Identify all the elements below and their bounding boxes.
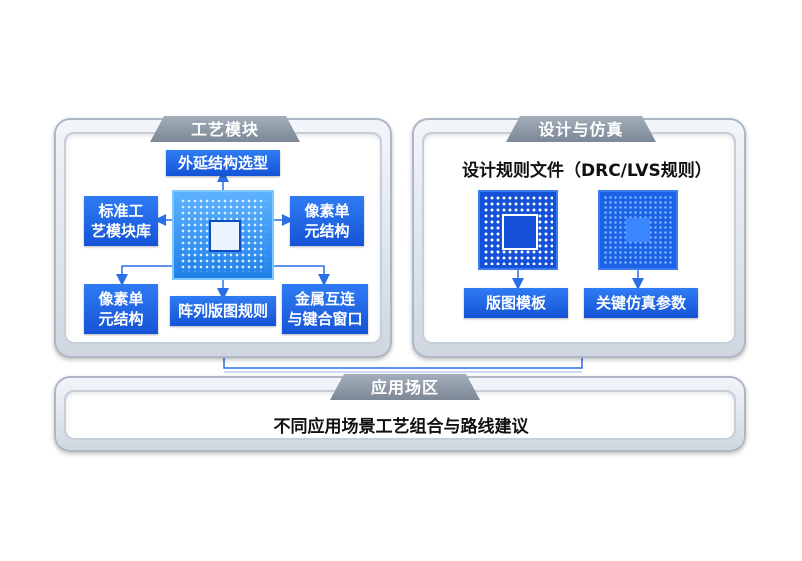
design-sim-tab: 设计与仿真 <box>506 116 656 142</box>
bus-connector <box>223 350 583 369</box>
standard-module-box[interactable]: 标准工 艺模块库 <box>84 196 158 246</box>
pixel-unit-right-box[interactable]: 像素单 元结构 <box>290 196 364 246</box>
sim-params-illustration <box>598 190 678 270</box>
design-rules-heading: 设计规则文件（DRC/LVS规则） <box>462 161 712 181</box>
layout-core <box>502 214 538 250</box>
epitaxy-box[interactable]: 外延结构选型 <box>166 150 280 176</box>
layout-template-box[interactable]: 版图模板 <box>464 288 568 318</box>
sim-params-box[interactable]: 关键仿真参数 <box>584 288 698 318</box>
arrow-metal <box>274 265 330 286</box>
layout-template-illustration <box>478 190 558 270</box>
application-text: 不同应用场景工艺组合与路线建议 <box>273 417 529 437</box>
sim-core <box>626 218 650 242</box>
pixel-unit-left-box[interactable]: 像素单 元结构 <box>84 284 158 334</box>
chip-illustration <box>172 190 274 280</box>
arrow-pixel-left <box>116 265 172 286</box>
metal-interconnect-box[interactable]: 金属互连 与键合窗口 <box>282 284 368 334</box>
application-tab: 应用场区 <box>330 374 480 400</box>
chip-core <box>209 220 241 252</box>
process-module-tab: 工艺模块 <box>150 116 300 142</box>
array-layout-box[interactable]: 阵列版图规则 <box>170 296 276 326</box>
